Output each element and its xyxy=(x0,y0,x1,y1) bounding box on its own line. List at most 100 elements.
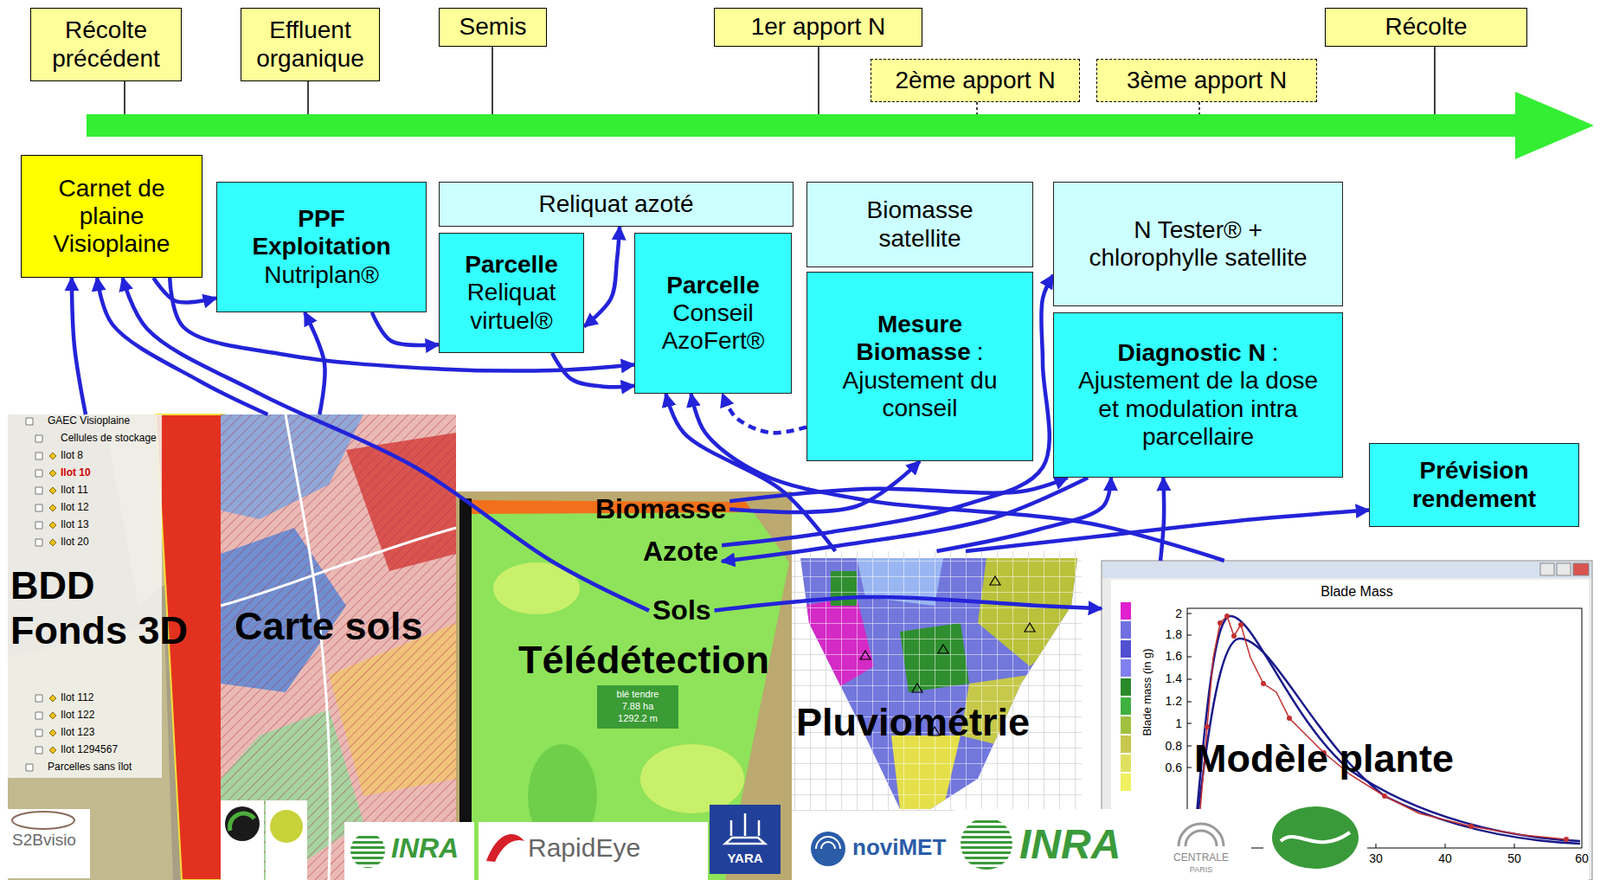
timeline-step: Effluent organique xyxy=(240,7,380,82)
scale-cell xyxy=(1120,697,1131,715)
road xyxy=(220,414,457,880)
logo-mark xyxy=(816,836,841,849)
image-panel: BDD Fonds 3D xyxy=(7,414,225,880)
data-point xyxy=(1286,715,1292,721)
flow-arrow xyxy=(1160,477,1164,561)
logo-ground xyxy=(220,800,264,880)
field-info: 1292.2 m xyxy=(617,713,658,725)
logo-mark xyxy=(1280,832,1350,842)
axis-title: Blade mass (in g) xyxy=(1141,648,1155,736)
scale-cell xyxy=(1120,659,1131,677)
logo-text: CENTRALE xyxy=(1173,852,1229,865)
scale-cell xyxy=(1120,735,1131,753)
tree-item: Ilot 12 xyxy=(60,501,90,515)
window-button xyxy=(1540,563,1555,576)
logo-ground xyxy=(954,809,1132,880)
box-heading: Parcelle xyxy=(455,250,568,279)
tree-item: Ilot 8 xyxy=(60,449,84,463)
data-source-box: Carnet de plaine Visioplaine xyxy=(20,154,203,278)
logo-ground xyxy=(803,822,955,880)
box-text: 2ème apport N xyxy=(876,66,1074,95)
box-text: Reliquat azoté xyxy=(455,190,778,219)
logo-mark xyxy=(486,834,525,862)
box-text: Carte sols xyxy=(234,604,424,649)
logo-text: S2Bvisio xyxy=(12,830,77,850)
color-scale xyxy=(1120,602,1131,791)
image-panel: Carte sols xyxy=(220,414,457,880)
timeline-step: 1er apport N xyxy=(713,7,923,47)
data-point xyxy=(1224,613,1230,619)
logo-text: RapidEye xyxy=(527,833,641,864)
data-point xyxy=(1563,836,1569,842)
layer-tag: Biomasse xyxy=(591,493,730,526)
logo-mark xyxy=(224,806,260,842)
tool-box: Diagnostic N: Ajustement de la dose et m… xyxy=(1053,312,1343,478)
logo-text: PARIS xyxy=(1189,865,1213,874)
tree-item: Ilot 11 xyxy=(60,484,89,497)
data-point xyxy=(1260,681,1266,687)
logo-mark xyxy=(810,831,846,867)
scale-cell xyxy=(1120,678,1131,696)
axis-tick: 1.4 xyxy=(1165,671,1183,686)
logo-text: INRA xyxy=(1019,820,1121,868)
logo-ground xyxy=(265,800,308,880)
axis-tick: 1.2 xyxy=(1165,693,1183,708)
tree-item: Parcelles sans îlot xyxy=(47,761,132,774)
rain-field xyxy=(791,551,1082,811)
box-heading: Diagnostic N xyxy=(1118,339,1266,367)
box-heading: Mesure Biomasse xyxy=(855,310,971,366)
field-info: 7.88 ha xyxy=(622,700,655,713)
box-heading: Prévision rendement xyxy=(1385,456,1563,513)
axis-tick: 2 xyxy=(1175,606,1183,621)
flow-arrow xyxy=(965,510,1369,552)
scale-cell xyxy=(1120,640,1131,658)
input-box: N Tester® + chlorophylle satellite xyxy=(1053,181,1343,307)
flow-arrow xyxy=(552,353,635,387)
axis-tick: 1 xyxy=(1175,716,1183,731)
box-text: Modèle plante xyxy=(1194,736,1454,782)
flow-arrow xyxy=(721,477,1088,562)
tick-line xyxy=(307,81,309,115)
info-patch xyxy=(597,685,679,729)
flow-arrow xyxy=(153,277,217,303)
flow-arrow xyxy=(722,393,807,433)
flow-arrow xyxy=(714,597,1102,611)
logo-text: YARA xyxy=(726,850,763,866)
chart-title: Blade Mass xyxy=(1320,584,1394,600)
window-titlebar xyxy=(1102,561,1592,579)
text-flow: Diagnostic N: Ajustement de la dose et m… xyxy=(1069,339,1327,451)
text-flow: Mesure Biomasse: Ajustement du conseil xyxy=(822,310,1017,423)
logo-ground xyxy=(344,822,475,880)
scale-cell xyxy=(1120,773,1131,791)
tool-box: Mesure Biomasse: Ajustement du conseil xyxy=(806,271,1034,462)
scale-cell xyxy=(1120,716,1131,734)
tick-line xyxy=(817,46,820,115)
flow-arrow xyxy=(304,312,325,415)
box-text: N Tester® + chlorophylle satellite xyxy=(1069,216,1327,272)
logo-mark xyxy=(350,833,386,868)
tool-box: PPF ExploitationNutriplan® xyxy=(216,181,427,313)
measured-curve xyxy=(1198,616,1567,840)
scale-cell xyxy=(1120,602,1131,620)
logo-ground xyxy=(1263,800,1368,880)
field-info: blé tendre xyxy=(616,688,660,701)
tree-item: Ilot 1294567 xyxy=(60,744,118,757)
input-box: Biomasse satellite xyxy=(806,181,1034,268)
tick-line xyxy=(491,46,494,115)
logo-mark xyxy=(960,817,1013,870)
axis-tick: 0.8 xyxy=(1165,738,1183,753)
timeline-step: Récolte xyxy=(1324,7,1528,47)
box-text: Biomasse satellite xyxy=(822,196,1017,252)
box-text: Récolte xyxy=(1330,12,1522,41)
box-text: Nutriplan® xyxy=(232,261,411,290)
data-point xyxy=(1217,620,1223,626)
model-curve xyxy=(1194,616,1581,844)
flow-arrow xyxy=(937,477,1112,552)
box-heading: Parcelle xyxy=(650,271,776,300)
chart-area xyxy=(1111,579,1589,880)
box-text: 3ème apport N xyxy=(1102,66,1311,95)
axis-tick: 1.8 xyxy=(1165,627,1183,642)
logo-ground xyxy=(1150,809,1252,880)
axis-tick: 40 xyxy=(1438,851,1453,866)
